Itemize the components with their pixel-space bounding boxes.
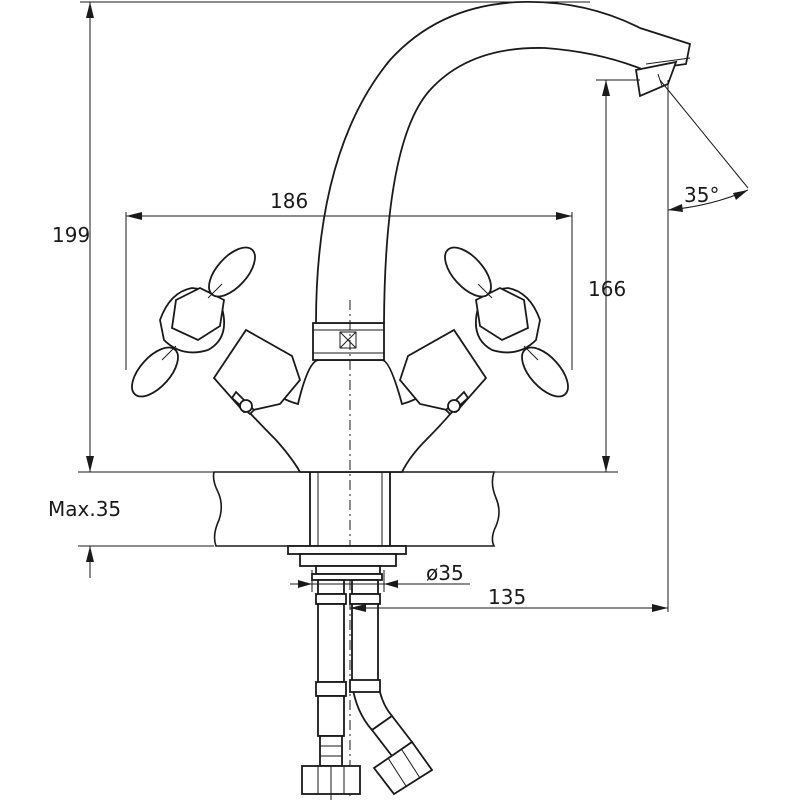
dim-spout-reach: 135	[350, 585, 668, 612]
under-counter-fixing	[287, 545, 407, 581]
spout-tube	[315, 0, 692, 324]
right-handle-lever-lower	[521, 346, 569, 398]
spout	[315, 0, 692, 324]
left-hose	[301, 579, 361, 800]
dim-spout-angle: 35°	[659, 79, 749, 612]
left-handle	[131, 246, 302, 416]
right-hose-nut	[372, 740, 434, 796]
swivel-mark	[339, 331, 357, 349]
dim-199-label: 199	[52, 223, 90, 247]
left-handle-lever-lower	[131, 346, 179, 398]
dim-handle-span: 186	[125, 189, 573, 370]
countertop-left	[212, 471, 311, 547]
dim-hole-diameter: ø35	[290, 561, 470, 592]
right-hose	[349, 579, 434, 796]
dim-o35-label: ø35	[426, 561, 464, 585]
dim-spout-height: 166	[494, 79, 640, 473]
right-handle	[398, 246, 569, 416]
dim-counter-thickness: Max.35	[48, 448, 214, 578]
countertop-section	[212, 471, 500, 547]
dim-35deg-label: 35°	[684, 183, 719, 207]
dim-135-label: 135	[488, 585, 526, 609]
dim-166-label: 166	[588, 277, 626, 301]
dim-max35-label: Max.35	[48, 497, 121, 521]
swivel-ring	[312, 322, 385, 361]
countertop-right	[389, 471, 500, 547]
dim-186-label: 186	[270, 189, 308, 213]
